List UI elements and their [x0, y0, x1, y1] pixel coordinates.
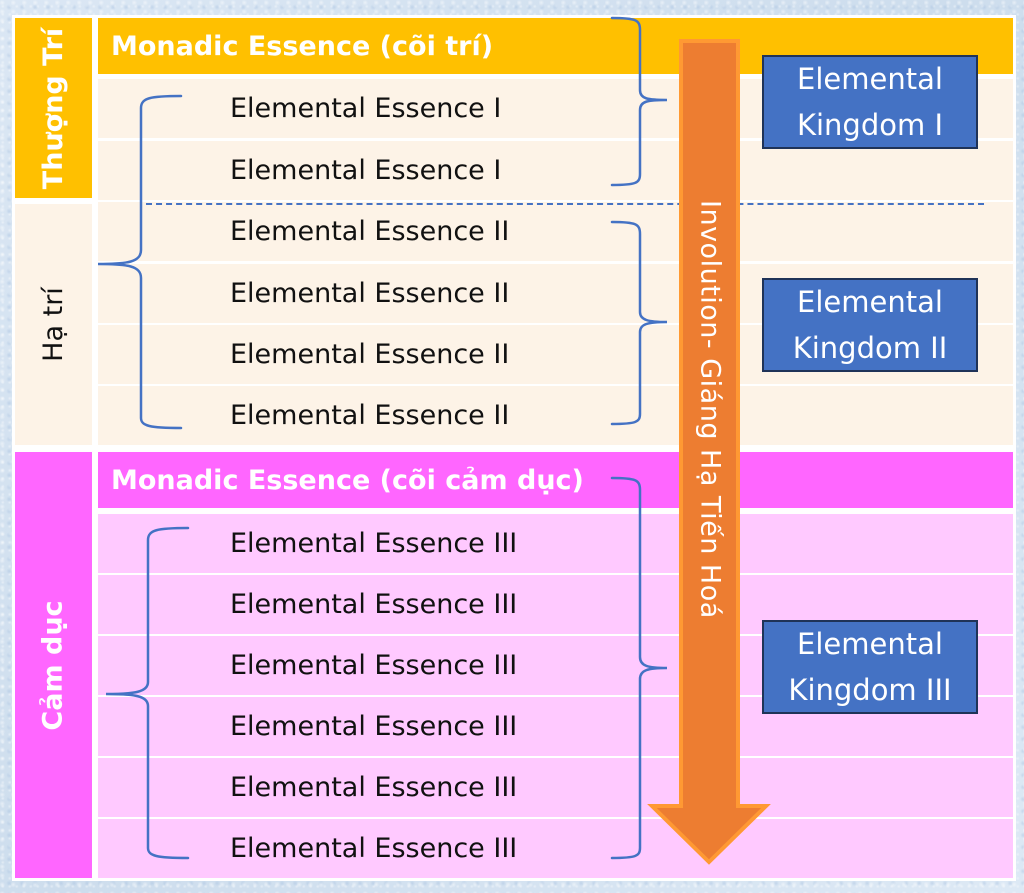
row-label: Elemental Essence II: [230, 216, 510, 247]
kingdom-box-1: Elemental Kingdom I: [762, 55, 978, 149]
row-label: Elemental Essence III: [230, 589, 518, 620]
header-astral-monadic-essence: Monadic Essence (cõi cảm dục): [98, 452, 1013, 508]
table-row: Elemental Essence III: [98, 758, 1013, 817]
header-astral-text: Monadic Essence (cõi cảm dục): [111, 464, 584, 496]
table-row: Elemental Essence II: [98, 202, 1013, 261]
kingdom-box-2: Elemental Kingdom II: [762, 278, 978, 372]
kingdom-3-line2: Kingdom III: [788, 673, 952, 707]
row-label: Elemental Essence I: [230, 155, 502, 186]
left-brace-mental: [97, 94, 183, 430]
right-brace-kingdom-1: [610, 16, 668, 187]
involution-arrow-label: Involution- Giáng Hạ Tiến Hoá: [681, 200, 739, 700]
kingdom-1-line1: Elemental: [797, 62, 943, 96]
kingdom-3-line1: Elemental: [797, 627, 943, 661]
kingdom-2-line2: Kingdom II: [792, 331, 948, 365]
right-brace-kingdom-2: [610, 220, 668, 426]
side-label-astral: Cảm dục: [15, 452, 92, 878]
upper-lower-mental-divider: [146, 203, 984, 205]
left-brace-astral: [105, 526, 190, 860]
row-label: Elemental Essence III: [230, 772, 518, 803]
kingdom-2-line1: Elemental: [797, 285, 943, 319]
row-label: Elemental Essence III: [230, 650, 518, 681]
table-row: Elemental Essence III: [98, 697, 1013, 756]
right-brace-kingdom-3: [610, 476, 668, 860]
table-row: Elemental Essence III: [98, 819, 1013, 878]
table-row: Elemental Essence II: [98, 386, 1013, 445]
side-label-lower-mental: Hạ trí: [15, 204, 92, 445]
row-label: Elemental Essence III: [230, 528, 518, 559]
involution-arrow-text: Involution- Giáng Hạ Tiến Hoá: [694, 200, 726, 619]
header-mental-text: Monadic Essence (cõi trí): [111, 30, 494, 62]
row-label: Elemental Essence II: [230, 400, 510, 431]
kingdom-1-line2: Kingdom I: [796, 108, 944, 142]
row-label: Elemental Essence III: [230, 711, 518, 742]
involution-arrow: [647, 39, 771, 865]
row-label: Elemental Essence I: [230, 93, 502, 124]
row-label: Elemental Essence II: [230, 339, 510, 370]
table-row: Elemental Essence I: [98, 141, 1013, 200]
row-label: Elemental Essence II: [230, 278, 510, 309]
table-row: Elemental Essence III: [98, 514, 1013, 573]
kingdom-box-3: Elemental Kingdom III: [762, 620, 978, 714]
side-label-upper-mental: Thượng Trí: [15, 18, 92, 198]
row-label: Elemental Essence III: [230, 833, 518, 864]
